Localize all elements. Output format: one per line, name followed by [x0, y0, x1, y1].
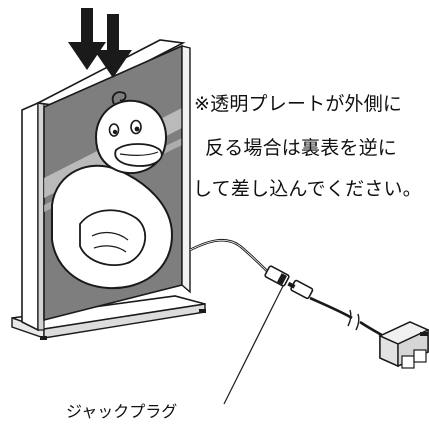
- stand-base: [11, 295, 206, 340]
- jack-socket: [264, 265, 290, 287]
- duck-illustration: [51, 91, 174, 290]
- jack-plug-label: ジャックプラグ: [66, 402, 178, 421]
- stand-right-edge: [181, 45, 191, 294]
- note-line-3: して差し込んでください。: [193, 178, 422, 200]
- callout-leader-line: [223, 285, 284, 405]
- power-cord: [189, 238, 273, 277]
- ac-adapter: [378, 321, 429, 369]
- cable-break-mark: [347, 309, 360, 331]
- insert-arrow-right: [94, 14, 132, 78]
- stand-side-frame: [21, 100, 45, 332]
- note-line-1: ※透明プレートが外側に: [194, 93, 403, 115]
- jack-plug: [287, 279, 314, 300]
- note-line-2: 反る場合は裏表を逆に: [205, 137, 398, 159]
- insert-arrow-left: [68, 8, 106, 70]
